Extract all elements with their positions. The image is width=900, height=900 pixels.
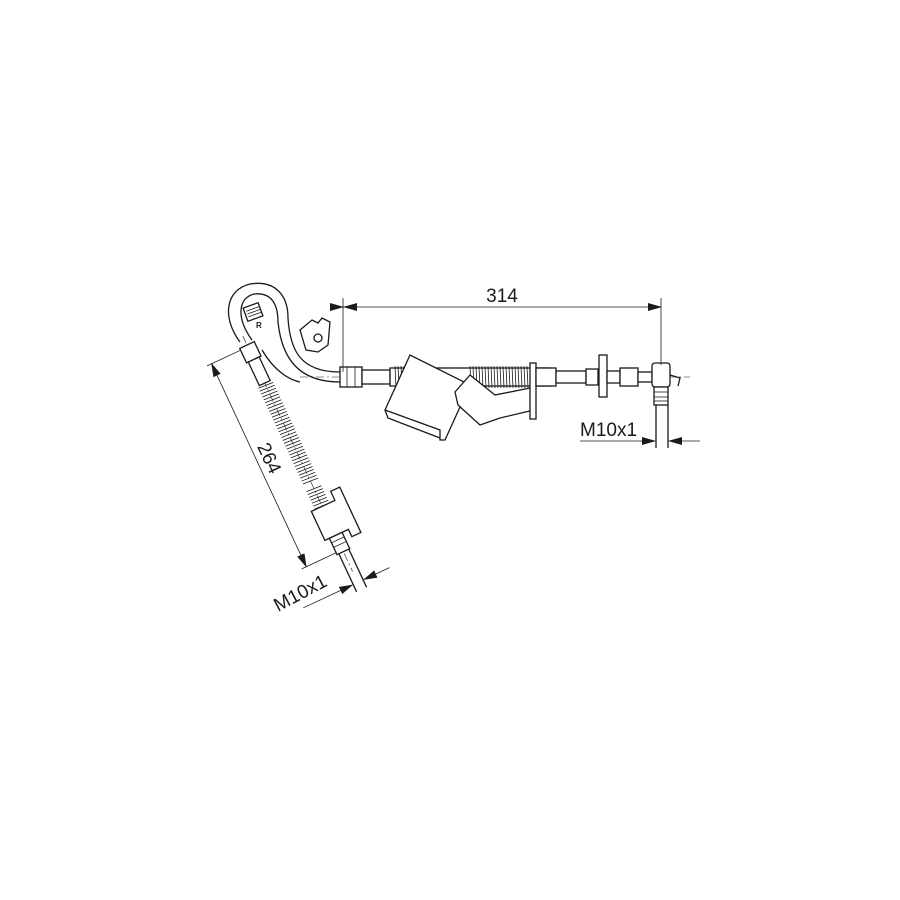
spring-coil <box>290 451 306 459</box>
spring-coil <box>300 471 316 479</box>
spring-coil <box>286 442 302 450</box>
spring-coil <box>481 365 484 389</box>
dimension-264-label: 264 <box>252 440 285 478</box>
spring-coil <box>277 422 293 430</box>
spring-coil <box>514 365 517 389</box>
spring-coil <box>505 365 508 389</box>
spring-coil <box>266 399 282 407</box>
spring-coil <box>271 411 287 418</box>
spring-coil <box>263 393 279 401</box>
spring-coil <box>282 434 298 441</box>
spring-coil <box>520 365 523 389</box>
spring-coil <box>281 431 297 438</box>
spring-coil <box>262 390 278 398</box>
spring-coil <box>496 365 499 389</box>
spring-coil <box>260 387 277 395</box>
spring-coil <box>289 448 305 456</box>
spring-coil <box>298 469 314 476</box>
spring-coil <box>526 365 529 389</box>
mounting-bracket <box>384 354 471 441</box>
spring-coil <box>279 428 296 436</box>
spring-coil <box>269 405 285 412</box>
dimension-314-label: 314 <box>486 286 518 307</box>
spring-coil <box>307 488 323 495</box>
spring-coil <box>302 477 319 485</box>
thread-right-label: M10x1 <box>580 420 637 441</box>
spring-coil <box>310 494 326 501</box>
spring-coil <box>306 485 322 492</box>
spring-coil <box>293 457 309 465</box>
horizontal-hose <box>300 354 690 448</box>
spring-coil <box>294 460 310 467</box>
spring-coil <box>274 416 290 424</box>
dimension-314: 314 <box>330 286 662 372</box>
spring-coil <box>517 365 520 389</box>
spring-coil <box>490 365 493 389</box>
spring-coil <box>309 491 325 498</box>
spring-coil <box>259 384 275 392</box>
spring-coil <box>311 496 328 504</box>
spring-coil <box>499 365 502 389</box>
spring-coil <box>258 382 274 389</box>
thread-stub <box>653 386 669 406</box>
spring-coil <box>296 463 312 470</box>
spring-coil <box>502 365 505 389</box>
spring-coil <box>287 445 304 453</box>
spring-coil <box>511 365 514 389</box>
spring-coil <box>273 413 289 421</box>
spring-coil <box>297 466 313 473</box>
spring-coil <box>292 454 308 462</box>
spring-coil <box>523 365 526 389</box>
spring-coil <box>267 402 283 409</box>
end-fitting <box>651 362 671 388</box>
bent-pipe-loop: R <box>227 282 341 383</box>
spring-coil <box>275 419 291 427</box>
spring-coil <box>285 440 301 447</box>
side-marking-label: R <box>256 321 262 330</box>
spring-coil <box>313 499 329 507</box>
spring-coil <box>487 365 490 389</box>
spring-coil <box>301 474 317 482</box>
spring-coil <box>508 365 511 389</box>
dimension-thread-right: M10x1 <box>580 420 700 445</box>
spring-coil <box>278 425 294 433</box>
spring-coil <box>283 437 300 444</box>
spring-coil <box>394 365 397 389</box>
spring-coil <box>493 365 496 389</box>
retaining-clip <box>598 354 608 398</box>
thread-bottom-label: M10x1 <box>270 571 330 616</box>
spring-coil <box>484 365 487 389</box>
spring-coil <box>270 408 286 415</box>
spring-coil <box>264 396 281 404</box>
angled-hose: 264 <box>206 335 390 609</box>
